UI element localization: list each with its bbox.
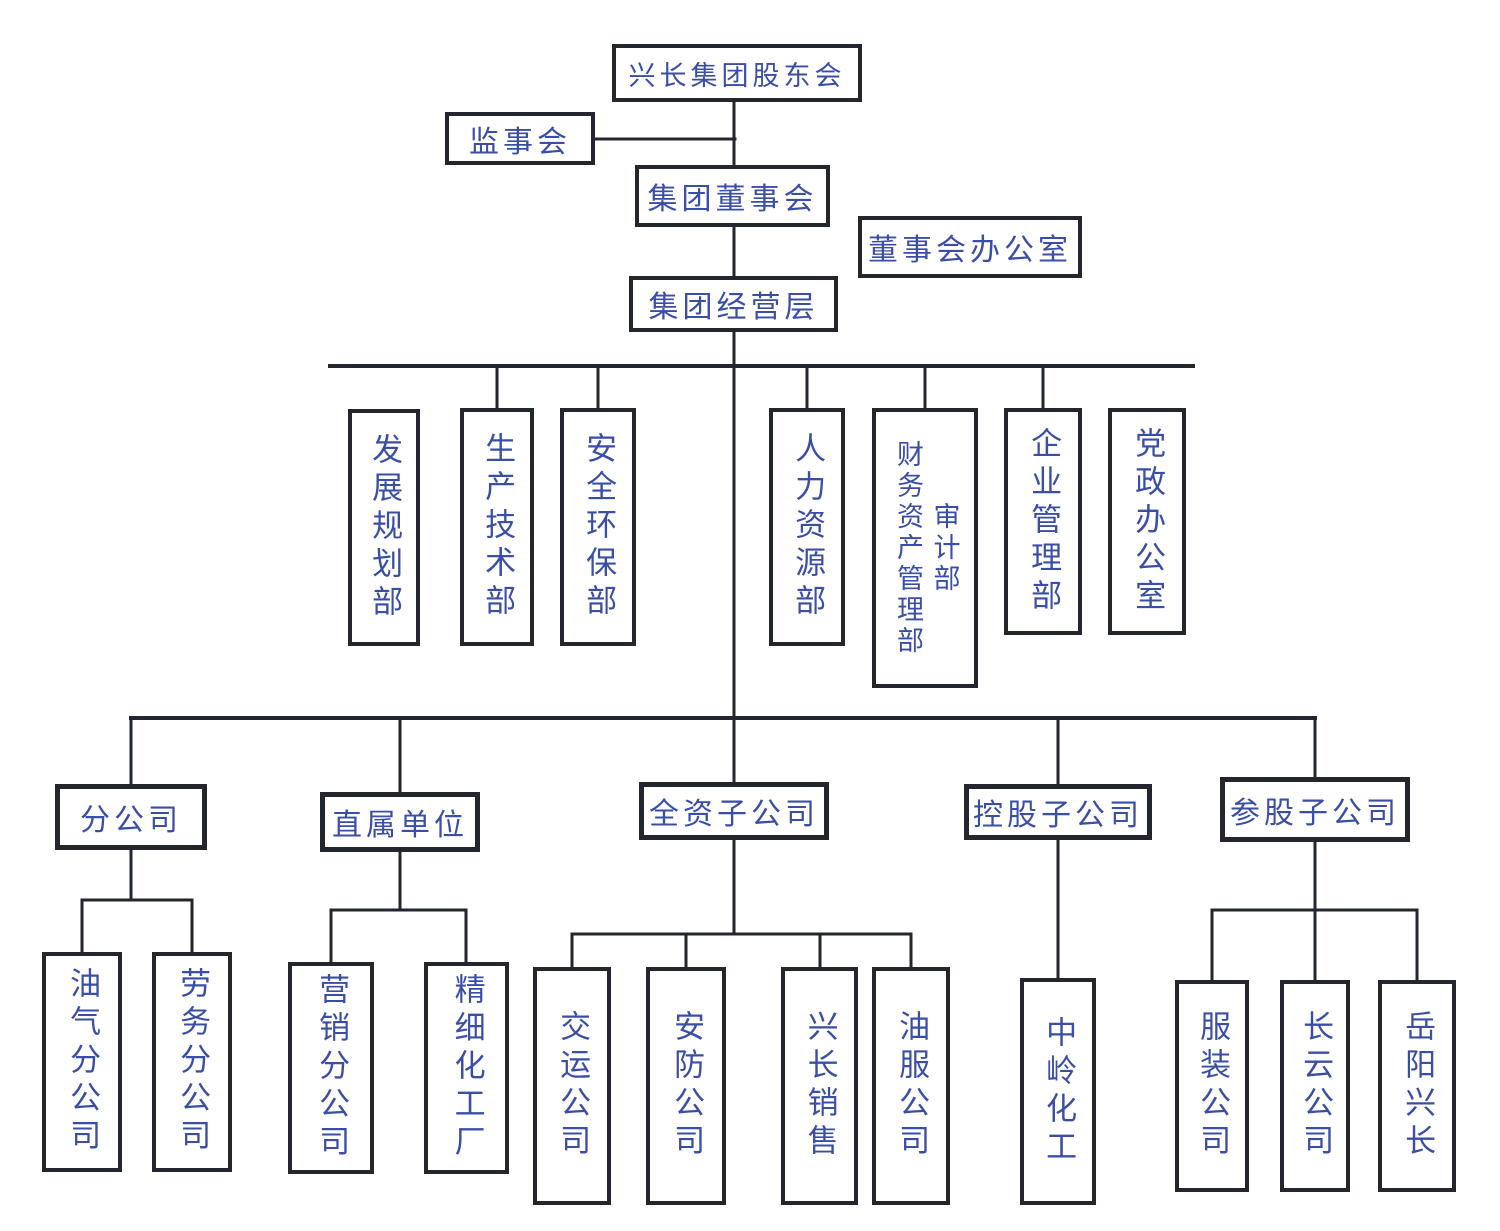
node-cat-equity-subsidiaries: 参股子公司 [1220,777,1410,842]
direct-unit-connectors [329,850,468,966]
company-label: 劳务分公司 [174,967,211,1157]
company-label: 交运公司 [554,1010,591,1162]
node-supervisory-board: 监事会 [445,112,595,165]
node-xingchang-sales: 兴长销售 [781,967,858,1205]
node-board-office: 董事会办公室 [858,216,1082,278]
company-label: 中岭化工 [1040,1015,1077,1168]
node-group-management: 集团经营层 [629,276,838,332]
node-cat-holding-subsidiaries: 控股子公司 [964,784,1152,840]
node-dept-human-resources: 人力资源部 [769,408,845,646]
top-connectors [593,100,737,786]
node-cat-direct-units: 直属单位 [320,792,480,852]
node-yueyang-xingchang: 岳阳兴长 [1378,980,1456,1192]
node-garment-company: 服装公司 [1175,980,1249,1192]
node-fine-chemical-plant: 精细化工厂 [424,962,509,1174]
node-oilfield-services-company: 油服公司 [872,967,950,1205]
node-changyun-company: 长云公司 [1280,980,1350,1192]
node-dept-development-planning: 发展规划部 [348,409,420,646]
company-label: 营销分公司 [313,973,350,1163]
dept-label: 审计部 财务资产管理部 [892,439,960,657]
company-label: 服装公司 [1194,1010,1231,1162]
node-zhongling-chemical: 中岭化工 [1020,978,1096,1205]
company-label: 油气分公司 [64,967,101,1157]
company-label: 安防公司 [668,1010,705,1162]
company-label: 长云公司 [1297,1010,1334,1162]
node-dept-safety-environment: 安全环保部 [560,408,636,646]
company-label: 兴长销售 [801,1010,838,1162]
dept-label: 安全环保部 [580,432,617,622]
node-dept-party-admin-office: 党政办公室 [1108,408,1186,635]
node-transport-company: 交运公司 [533,967,611,1205]
dept-label: 人力资源部 [789,432,826,622]
node-shareholders: 兴长集团股东会 [612,44,862,102]
company-label: 油服公司 [893,1010,930,1162]
node-cat-branch-companies: 分公司 [55,784,207,850]
department-connectors [328,364,1195,412]
dept-label: 企业管理部 [1025,426,1062,617]
node-security-company: 安防公司 [646,967,726,1205]
company-label: 精细化工厂 [448,973,485,1163]
node-marketing-branch: 营销分公司 [288,962,374,1174]
category-connectors [129,716,1317,796]
node-dept-enterprise-management: 企业管理部 [1004,408,1082,635]
node-oil-gas-branch: 油气分公司 [42,952,122,1172]
equity-connectors [1210,840,1419,984]
node-group-board: 集团董事会 [635,165,830,227]
dept-label: 发展规划部 [366,432,403,623]
company-label: 岳阳兴长 [1399,1010,1436,1162]
node-dept-production-tech: 生产技术部 [460,408,534,646]
node-cat-wholly-owned-subsidiaries: 全资子公司 [639,782,829,840]
dept-label: 生产技术部 [479,432,516,622]
branch-company-connectors [80,848,194,956]
node-labor-branch: 劳务分公司 [152,952,232,1172]
node-dept-audit-finance-asset: 审计部 财务资产管理部 [872,408,978,688]
wholly-owned-connectors [570,838,913,971]
dept-label: 党政办公室 [1129,426,1166,617]
